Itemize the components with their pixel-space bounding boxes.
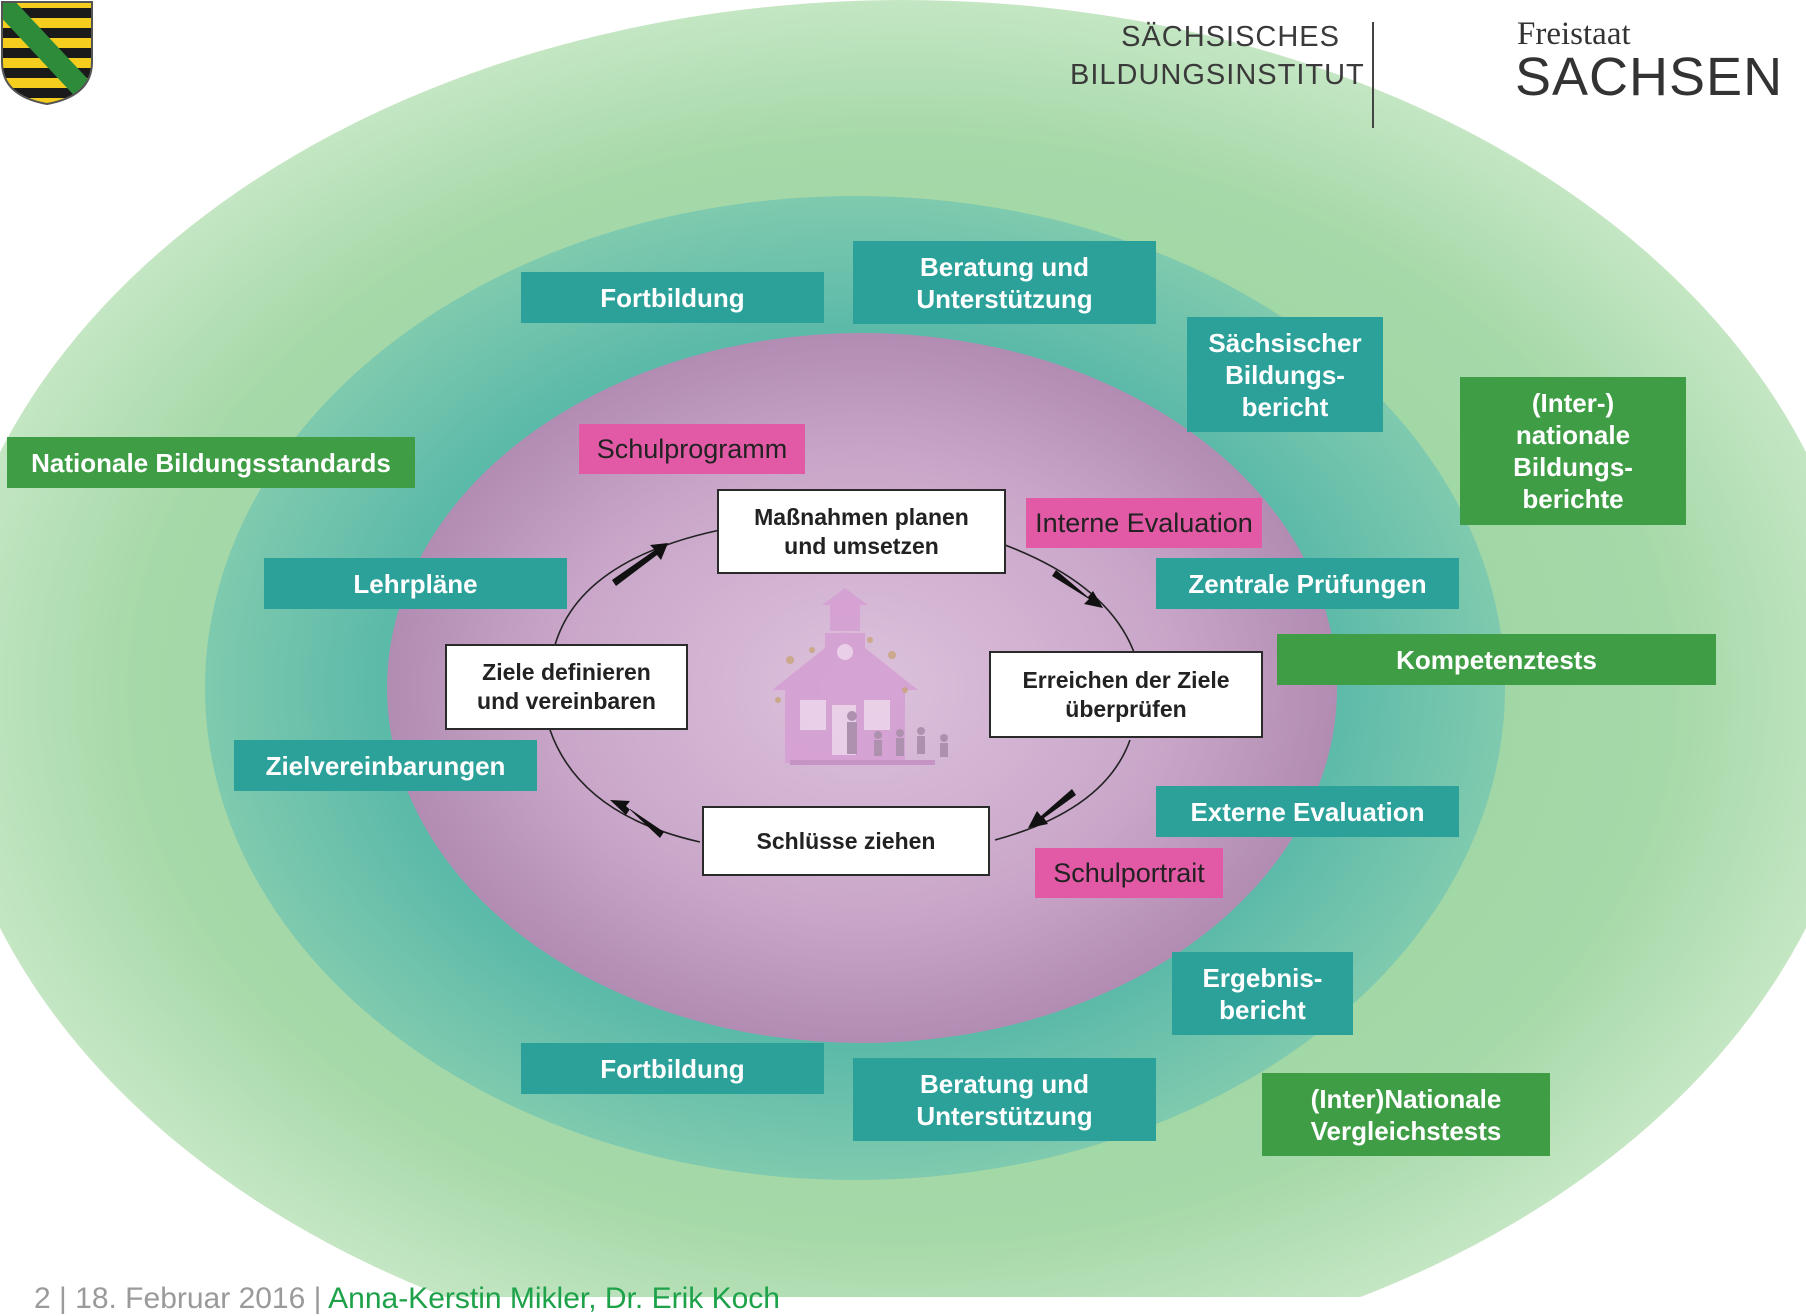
footer: 2 | 18. Februar 2016 | Anna-Kerstin Mikl… (34, 1282, 780, 1316)
label-zentrale-pruefungen: Zentrale Prüfungen (1156, 558, 1459, 609)
step-define: Ziele definieren und vereinbaren (445, 644, 688, 730)
step-plan: Maßnahmen planen und umsetzen (717, 489, 1006, 574)
step-conclude: Schlüsse ziehen (702, 806, 990, 876)
logo-divider (1372, 22, 1374, 128)
step-review: Erreichen der Ziele überprüfen (989, 651, 1263, 738)
cycle-arc-bottom-right (994, 739, 1131, 841)
label-ergebnisbericht: Ergebnis- bericht (1172, 952, 1353, 1035)
institute-logo-text: SÄCHSISCHES BILDUNGSINSTITUT (1070, 21, 1365, 91)
cycle-arc-top-left (554, 529, 721, 646)
arrow-icon (1028, 789, 1076, 828)
arrow-icon (610, 800, 664, 838)
label-nationale-bildungsstandards: Nationale Bildungsstandards (7, 437, 415, 488)
footer-authors: Anna-Kerstin Mikler, Dr. Erik Koch (328, 1282, 780, 1315)
label-saechsischer-bildungsbericht: Sächsischer Bildungs- bericht (1187, 317, 1383, 432)
label-fortbildung-top: Fortbildung (521, 272, 824, 323)
label-beratung-bottom: Beratung und Unterstützung (853, 1058, 1156, 1141)
sachsen-text: SACHSEN (1515, 47, 1784, 107)
label-schulprogramm: Schulprogramm (579, 424, 805, 474)
label-schulportrait: Schulportrait (1035, 848, 1223, 898)
label-interne-evaluation: Interne Evaluation (1026, 498, 1262, 548)
arrow-icon (1052, 570, 1103, 608)
arrow-icon (612, 543, 668, 586)
freistaat-text: Freistaat (1517, 16, 1631, 52)
label-beratung-top: Beratung und Unterstützung (853, 241, 1156, 324)
label-kompetenztests: Kompetenztests (1277, 634, 1716, 685)
coat-of-arms-icon (1, 1, 93, 106)
label-fortbildung-bottom: Fortbildung (521, 1043, 824, 1094)
label-externe-evaluation: Externe Evaluation (1156, 786, 1459, 837)
label-zielvereinbarungen: Zielvereinbarungen (234, 740, 537, 791)
footer-page-date: 2 | 18. Februar 2016 | (34, 1282, 329, 1315)
cycle-arc-top-right (1004, 544, 1136, 656)
label-lehrplaene: Lehrpläne (264, 558, 567, 609)
school-house-icon (772, 588, 948, 765)
label-inter-nationale-bildungsberichte: (Inter-) nationale Bildungs- berichte (1460, 377, 1686, 525)
label-vergleichstests: (Inter)Nationale Vergleichstests (1262, 1073, 1550, 1156)
cycle-arc-bottom-left (549, 729, 701, 843)
